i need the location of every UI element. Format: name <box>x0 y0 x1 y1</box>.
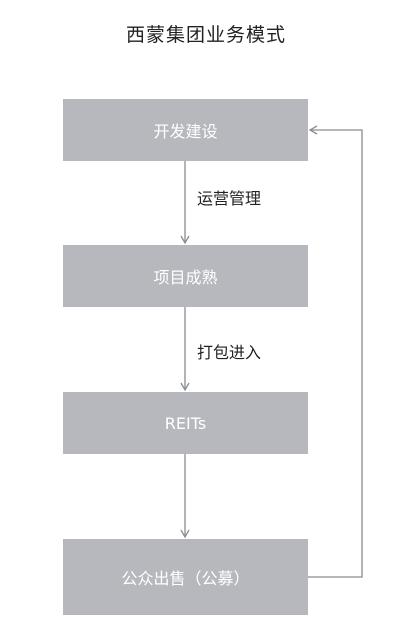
node-project-maturity: 项目成熟 <box>63 245 308 307</box>
node-development-label: 开发建设 <box>153 122 218 141</box>
diagram-title: 西蒙集团业务模式 <box>125 24 286 46</box>
node-project-maturity-label: 项目成熟 <box>153 268 218 287</box>
node-development: 开发建设 <box>63 99 308 161</box>
edge-label-operations: 运营管理 <box>197 189 262 208</box>
node-reits-label: REITs <box>164 413 207 433</box>
edge-label-packaging: 打包进入 <box>197 343 262 362</box>
node-public-sale-label: 公众出售（公募） <box>121 569 250 588</box>
node-reits: REITs <box>63 392 308 454</box>
arrow-public-sale-back-to-development <box>308 125 363 578</box>
node-public-sale: 公众出售（公募） <box>63 539 308 615</box>
